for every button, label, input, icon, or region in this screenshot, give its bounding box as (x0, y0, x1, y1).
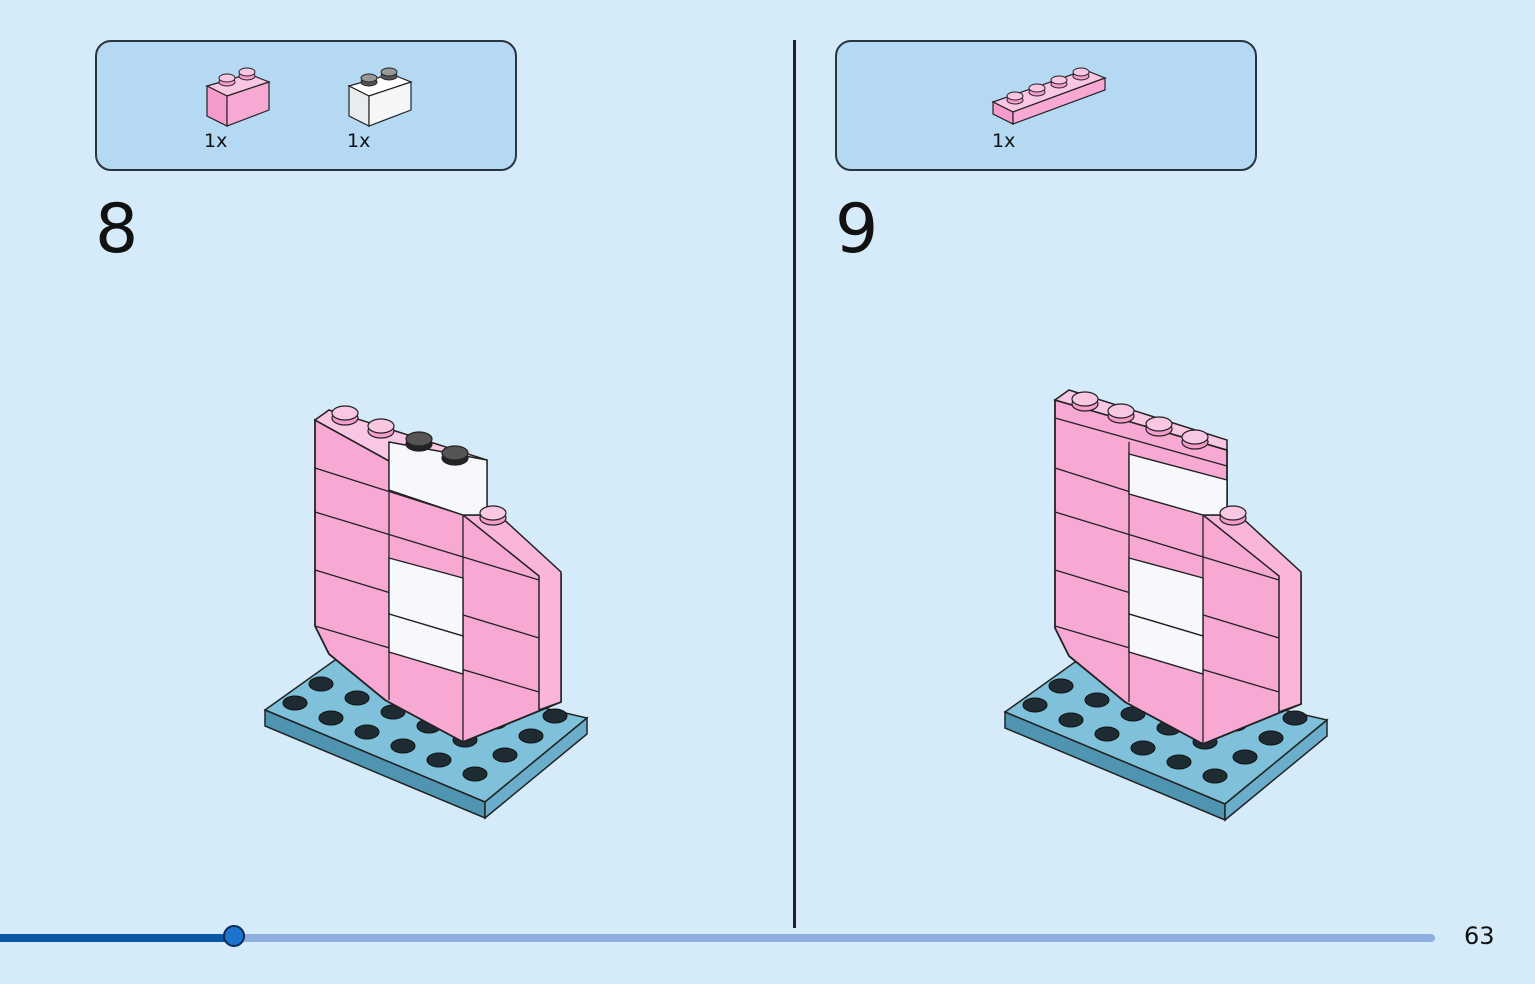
parts-list-step-8: 1x 1x (95, 40, 517, 171)
progress-track (0, 934, 1435, 942)
progress-knob[interactable] (223, 925, 245, 947)
progress-fill (0, 934, 234, 942)
page-divider (793, 40, 796, 928)
step-number: 9 (835, 190, 879, 269)
part-quantity: 1x (992, 130, 1016, 152)
step-9-model-illustration (1003, 389, 1329, 822)
part-quantity: 1x (347, 130, 371, 152)
part-quantity: 1x (204, 130, 228, 152)
pink-brick-1x2-icon (205, 67, 271, 127)
page-number: 63 (1464, 922, 1495, 950)
step-number: 8 (95, 190, 139, 269)
parts-list-step-9: 1x (835, 40, 1257, 171)
pink-plate-1x4-icon (991, 67, 1107, 125)
clear-brick-1x2-icon (347, 67, 413, 127)
step-8-model-illustration (263, 405, 589, 820)
